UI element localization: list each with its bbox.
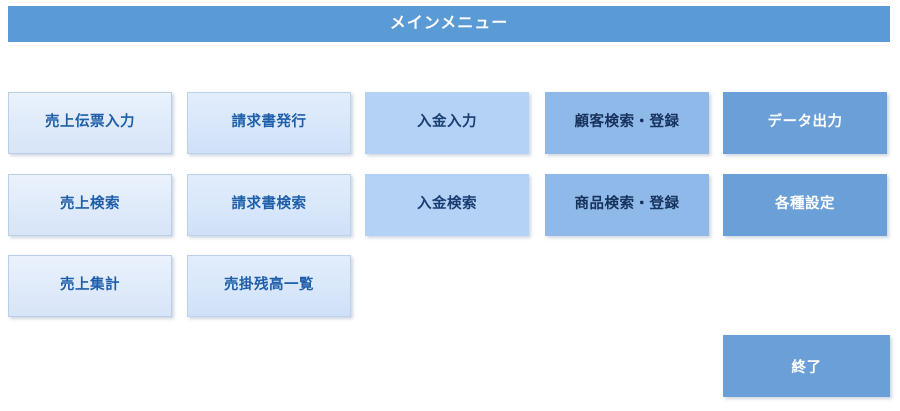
menu-button-label: 売上検索 bbox=[60, 196, 120, 213]
menu-button-label: 売上集計 bbox=[60, 277, 120, 294]
menu-button-label: 売上伝票入力 bbox=[45, 114, 135, 131]
menu-button[interactable]: 売上集計 bbox=[8, 255, 172, 317]
menu-button[interactable]: 顧客検索・登録 bbox=[545, 92, 709, 154]
menu-button-label: 入金入力 bbox=[417, 114, 477, 131]
menu-button-label: 各種設定 bbox=[775, 196, 835, 213]
menu-button[interactable]: 請求書検索 bbox=[187, 174, 351, 236]
menu-button[interactable]: データ出力 bbox=[723, 92, 887, 154]
menu-button[interactable]: 売上伝票入力 bbox=[8, 92, 172, 154]
menu-button-label: 入金検索 bbox=[417, 196, 477, 213]
menu-button[interactable]: 入金入力 bbox=[365, 92, 529, 154]
menu-button[interactable]: 売上検索 bbox=[8, 174, 172, 236]
menu-button-label: 請求書検索 bbox=[231, 196, 307, 213]
menu-button-label: 請求書発行 bbox=[231, 114, 307, 131]
exit-button[interactable]: 終了 bbox=[723, 335, 890, 397]
page-title: メインメニュー bbox=[389, 15, 509, 32]
menu-button[interactable]: 商品検索・登録 bbox=[545, 174, 709, 236]
exit-button-label: 終了 bbox=[791, 359, 822, 376]
menu-button-label: データ出力 bbox=[767, 114, 843, 131]
menu-button[interactable]: 売掛残高一覧 bbox=[187, 255, 351, 317]
menu-button[interactable]: 請求書発行 bbox=[187, 92, 351, 154]
menu-button[interactable]: 各種設定 bbox=[723, 174, 887, 236]
menu-button[interactable]: 入金検索 bbox=[365, 174, 529, 236]
menu-button-label: 商品検索・登録 bbox=[574, 196, 680, 213]
title-bar: メインメニュー bbox=[8, 6, 890, 42]
menu-button-label: 売掛残高一覧 bbox=[224, 277, 314, 294]
menu-button-label: 顧客検索・登録 bbox=[574, 114, 680, 131]
